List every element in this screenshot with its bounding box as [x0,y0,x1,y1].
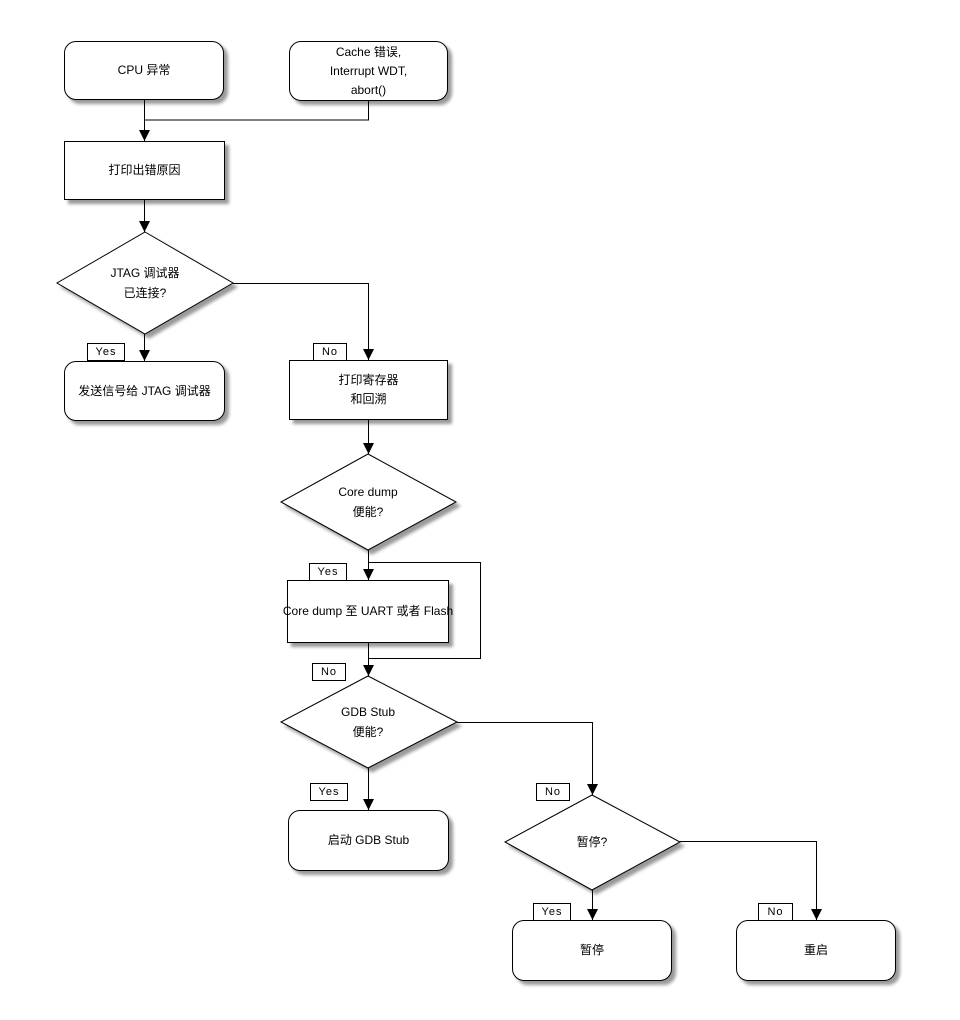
node-cpu-exception: CPU 异常 [64,41,224,100]
edge-coredump-no-bypass [368,562,481,659]
edge-label-yes-jtag: Yes [87,343,125,361]
decision-coredump-enabled [279,453,458,551]
decision-jtag-connected [56,231,234,335]
edge-pause-q-no-to-reboot [680,841,817,920]
node-label: Cache 错误, [335,44,402,59]
edge-label-no-pause: No [758,903,793,921]
arrowhead [363,799,374,810]
arrowhead [363,665,374,676]
node-print-error-reason: 打印出错原因 [64,141,225,200]
edge-cache-to-merge [144,101,369,121]
node-send-signal-jtag: 发送信号给 JTAG 调试器 [64,361,225,421]
node-start-gdb-stub: 启动 GDB Stub [288,810,449,871]
arrowhead [811,909,822,920]
edge-label-no-jtag: No [313,343,347,361]
arrowhead [139,130,150,141]
edge-label-yes-coredump: Yes [309,563,347,581]
edge-jtag-no-to-print-registers [233,283,369,360]
arrowhead [587,784,598,795]
node-cache-error: Cache 错误, Interrupt WDT, abort() [289,41,448,101]
node-label: 启动 GDB Stub [327,833,410,847]
arrowhead [139,350,150,361]
arrowhead [363,443,374,454]
edge-gdb-no-to-pause-q [457,722,593,795]
arrowhead [363,569,374,580]
decision-pause [503,794,682,891]
node-reboot: 重启 [736,920,896,981]
node-label: 打印出错原因 [108,163,181,177]
decision-gdb-stub-enabled [279,675,459,769]
edge-label-no-gdb: No [536,783,570,801]
arrowhead [139,221,150,232]
node-label: 发送信号给 JTAG 调试器 [78,383,211,398]
node-label: 重启 [803,943,828,957]
arrowhead [587,909,598,920]
node-label: CPU 异常 [117,63,171,77]
node-label: Interrupt WDT, [329,63,408,78]
node-print-registers: 打印寄存器 和回溯 [289,360,448,420]
node-label: 暂停 [579,943,604,957]
arrowhead [363,349,374,360]
edge-label-yes-pause: Yes [533,903,571,921]
node-label: Core dump 至 UART 或者 Flash [282,604,454,618]
node-coredump-to-uart-flash: Core dump 至 UART 或者 Flash [283,580,453,643]
node-label: abort() [350,82,387,97]
node-label: 打印寄存器 [338,373,399,387]
node-label: 和回溯 [350,392,387,406]
edge-label-yes-gdb: Yes [310,783,348,801]
edge-label-no-coredump: No [312,663,346,681]
node-pause: 暂停 [512,920,672,981]
